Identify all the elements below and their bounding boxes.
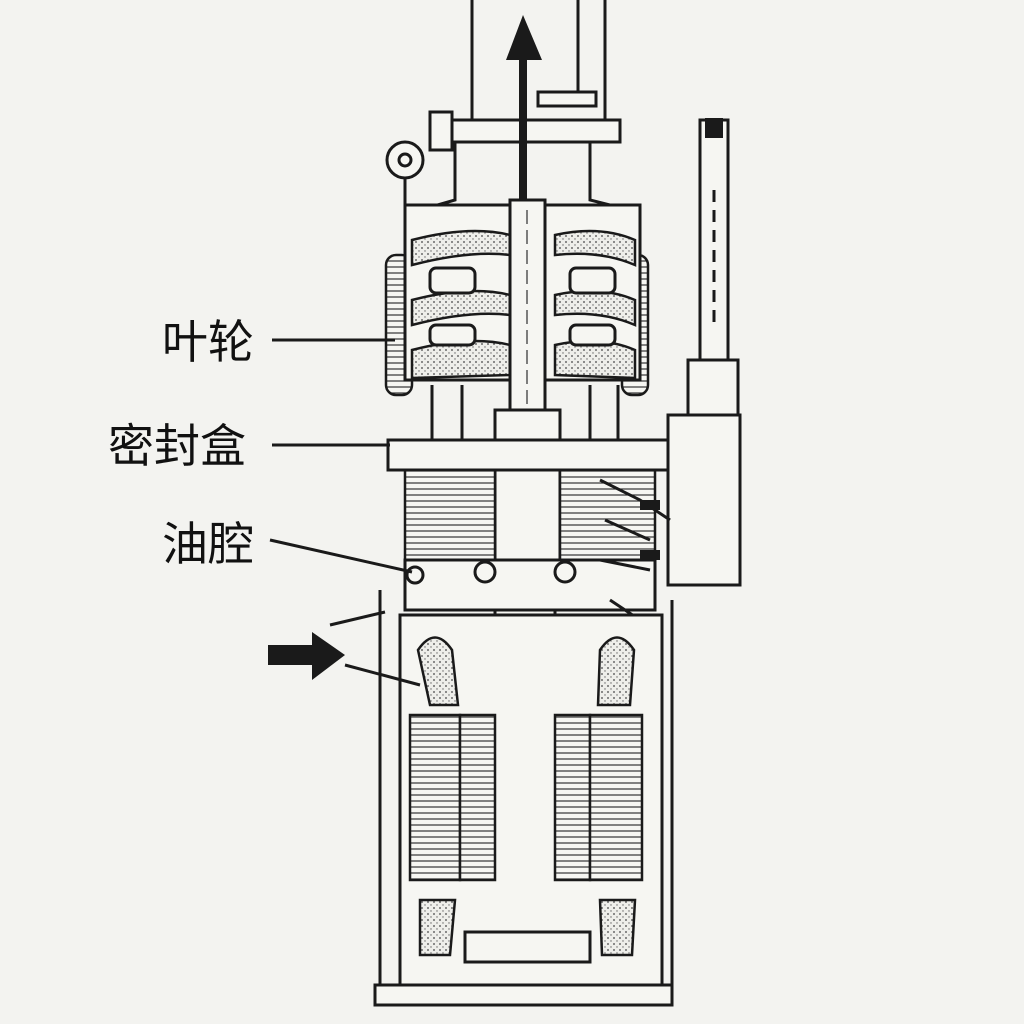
impeller-housing (384, 203, 650, 397)
seal-box (386, 438, 672, 612)
label-impeller-text: 叶轮 (162, 315, 254, 369)
motor (373, 590, 674, 1007)
cable-box (599, 118, 742, 622)
label-oil-chamber-text: 油腔 (162, 517, 254, 571)
leader-line (269, 538, 413, 574)
label-seal-box-text: 密封盒 (108, 419, 246, 473)
flow-out-arrow-icon (506, 15, 542, 200)
label-oil-chamber: 油腔 (162, 517, 413, 574)
label-seal-box: 密封盒 (108, 419, 390, 473)
label-impeller: 叶轮 (162, 315, 395, 369)
flow-in-arrow-icon (268, 610, 421, 687)
support-columns (430, 385, 620, 440)
